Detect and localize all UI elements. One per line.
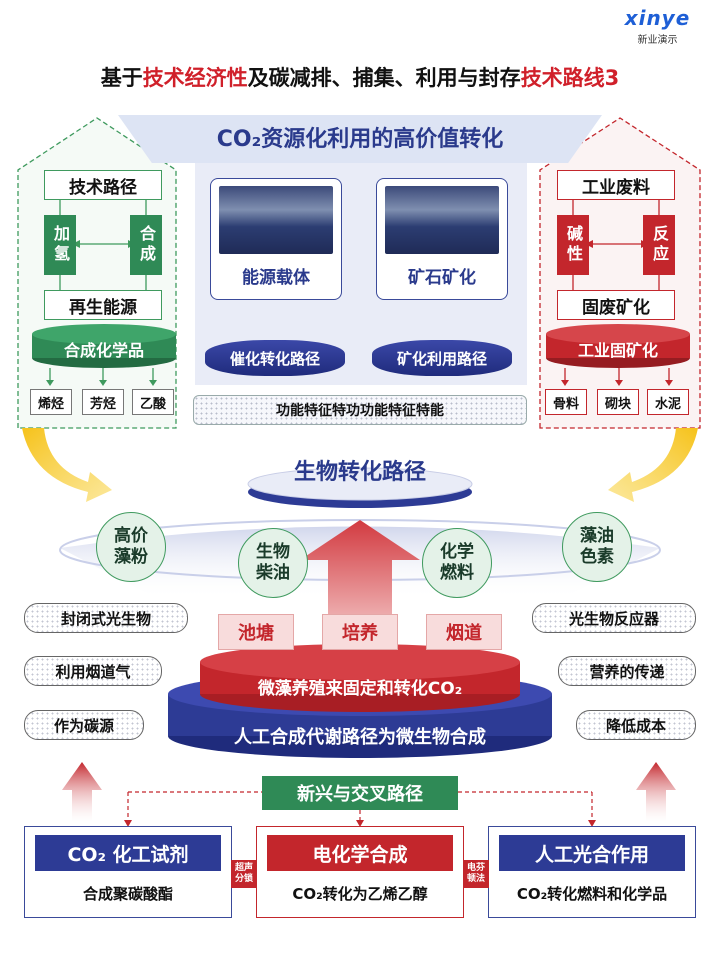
- connector-tag-1: 超声 分锁: [231, 860, 257, 888]
- red-disk-label: 微藻养殖来固定和转化CO₂: [257, 678, 463, 699]
- bubble-algae-powder: 高价藻粉: [96, 512, 166, 582]
- photosynthesis-box: 人工光合作用 CO₂转化燃料和化学品: [488, 826, 696, 918]
- left-cylinder-label: 合成化学品: [63, 341, 144, 360]
- left-top-box: 技术路径: [44, 170, 162, 200]
- yellow-arrow-left: [22, 428, 112, 502]
- right-pill-1: 光生物反应器: [532, 603, 696, 633]
- right-v-box-1: 碱性: [557, 215, 589, 275]
- emerging-path-label: 新兴与交叉路径: [262, 776, 458, 810]
- banner-title: CO₂资源化利用的高价值转化: [216, 127, 504, 152]
- right-cylinder: [546, 324, 690, 368]
- left-item-1: 烯烃: [30, 389, 72, 415]
- banner-trapezoid: [118, 115, 602, 163]
- side-arrow-right: [636, 762, 676, 822]
- logo-subtitle: 新业演示: [637, 35, 678, 46]
- left-item-2: 芳烃: [82, 389, 124, 415]
- energy-photo: [219, 186, 333, 254]
- logo-wordmark: xinye: [624, 6, 691, 30]
- tag-pond: 池塘: [218, 614, 294, 650]
- mineral-path-cylinder: 矿化利用路径: [372, 340, 512, 376]
- title-part-4: 技术路线3: [520, 66, 620, 90]
- title-part-2: 技术经济性: [142, 66, 248, 90]
- left-v-box-2: 合成: [130, 215, 162, 275]
- bio-title: 生物转化路径: [293, 460, 426, 485]
- tag-flue: 烟道: [426, 614, 502, 650]
- title-part-1: 基于: [100, 66, 143, 90]
- mineral-card: 矿石矿化: [376, 178, 508, 300]
- title-part-3: 及碳减排、捕集、利用与封存: [247, 66, 521, 90]
- energy-card-label: 能源载体: [242, 267, 310, 288]
- left-v-box-1: 加氢: [44, 215, 76, 275]
- electrochem-box: 电化学合成 CO₂转化为乙烯乙醇: [256, 826, 464, 918]
- chem-reagent-title: CO₂ 化工试剂: [35, 835, 221, 871]
- connector-tag-2: 电芬 顿法: [463, 860, 489, 888]
- feature-box: 功能特征特功功能特征特能: [193, 395, 527, 425]
- electrochem-title: 电化学合成: [267, 835, 453, 871]
- mineral-photo: [385, 186, 499, 254]
- right-item-2: 砌块: [597, 389, 639, 415]
- right-cylinder-label: 工业固矿化: [577, 341, 658, 360]
- right-top-box: 工业废料: [557, 170, 675, 200]
- right-pill-2: 营养的传递: [558, 656, 696, 686]
- left-pill-3: 作为碳源: [24, 710, 144, 740]
- left-cylinder: [32, 324, 176, 368]
- big-red-up-arrow: [300, 520, 420, 640]
- left-pill-2: 利用烟道气: [24, 656, 162, 686]
- left-pill-1: 封闭式光生物: [24, 603, 188, 633]
- right-bottom-box: 固废矿化: [557, 290, 675, 320]
- brand-logo: xinye 新业演示: [610, 6, 705, 46]
- right-pill-3: 降低成本: [576, 710, 696, 740]
- right-item-3: 水泥: [647, 389, 689, 415]
- photosynthesis-sub: CO₂转化燃料和化学品: [516, 884, 668, 903]
- tag-culture: 培养: [322, 614, 398, 650]
- left-item-3: 乙酸: [132, 389, 174, 415]
- bubble-chem-fuel: 化学燃料: [422, 528, 492, 598]
- bubble-algae-pigment: 藻油色素: [562, 512, 632, 582]
- chem-reagent-sub: 合成聚碳酸酯: [82, 884, 173, 903]
- blue-disk-label: 人工合成代谢路径为微生物合成: [234, 727, 486, 748]
- chem-reagent-box: CO₂ 化工试剂 合成聚碳酸酯: [24, 826, 232, 918]
- left-bottom-box: 再生能源: [44, 290, 162, 320]
- mineral-card-label: 矿石矿化: [408, 267, 476, 288]
- bio-disk-top: [247, 467, 473, 501]
- red-disk-top: [200, 644, 520, 680]
- photosynthesis-title: 人工光合作用: [499, 835, 685, 871]
- right-item-1: 骨料: [545, 389, 587, 415]
- page-title: 基于技术经济性及碳减排、捕集、利用与封存技术路线3: [0, 60, 720, 94]
- catalytic-path-cylinder: 催化转化路径: [205, 340, 345, 376]
- right-v-box-2: 反应: [643, 215, 675, 275]
- electrochem-sub: CO₂转化为乙烯乙醇: [292, 884, 428, 903]
- side-arrow-left: [62, 762, 102, 822]
- bubble-biodiesel: 生物柴油: [238, 528, 308, 598]
- yellow-arrow-right: [608, 428, 698, 502]
- energy-card: 能源载体: [210, 178, 342, 300]
